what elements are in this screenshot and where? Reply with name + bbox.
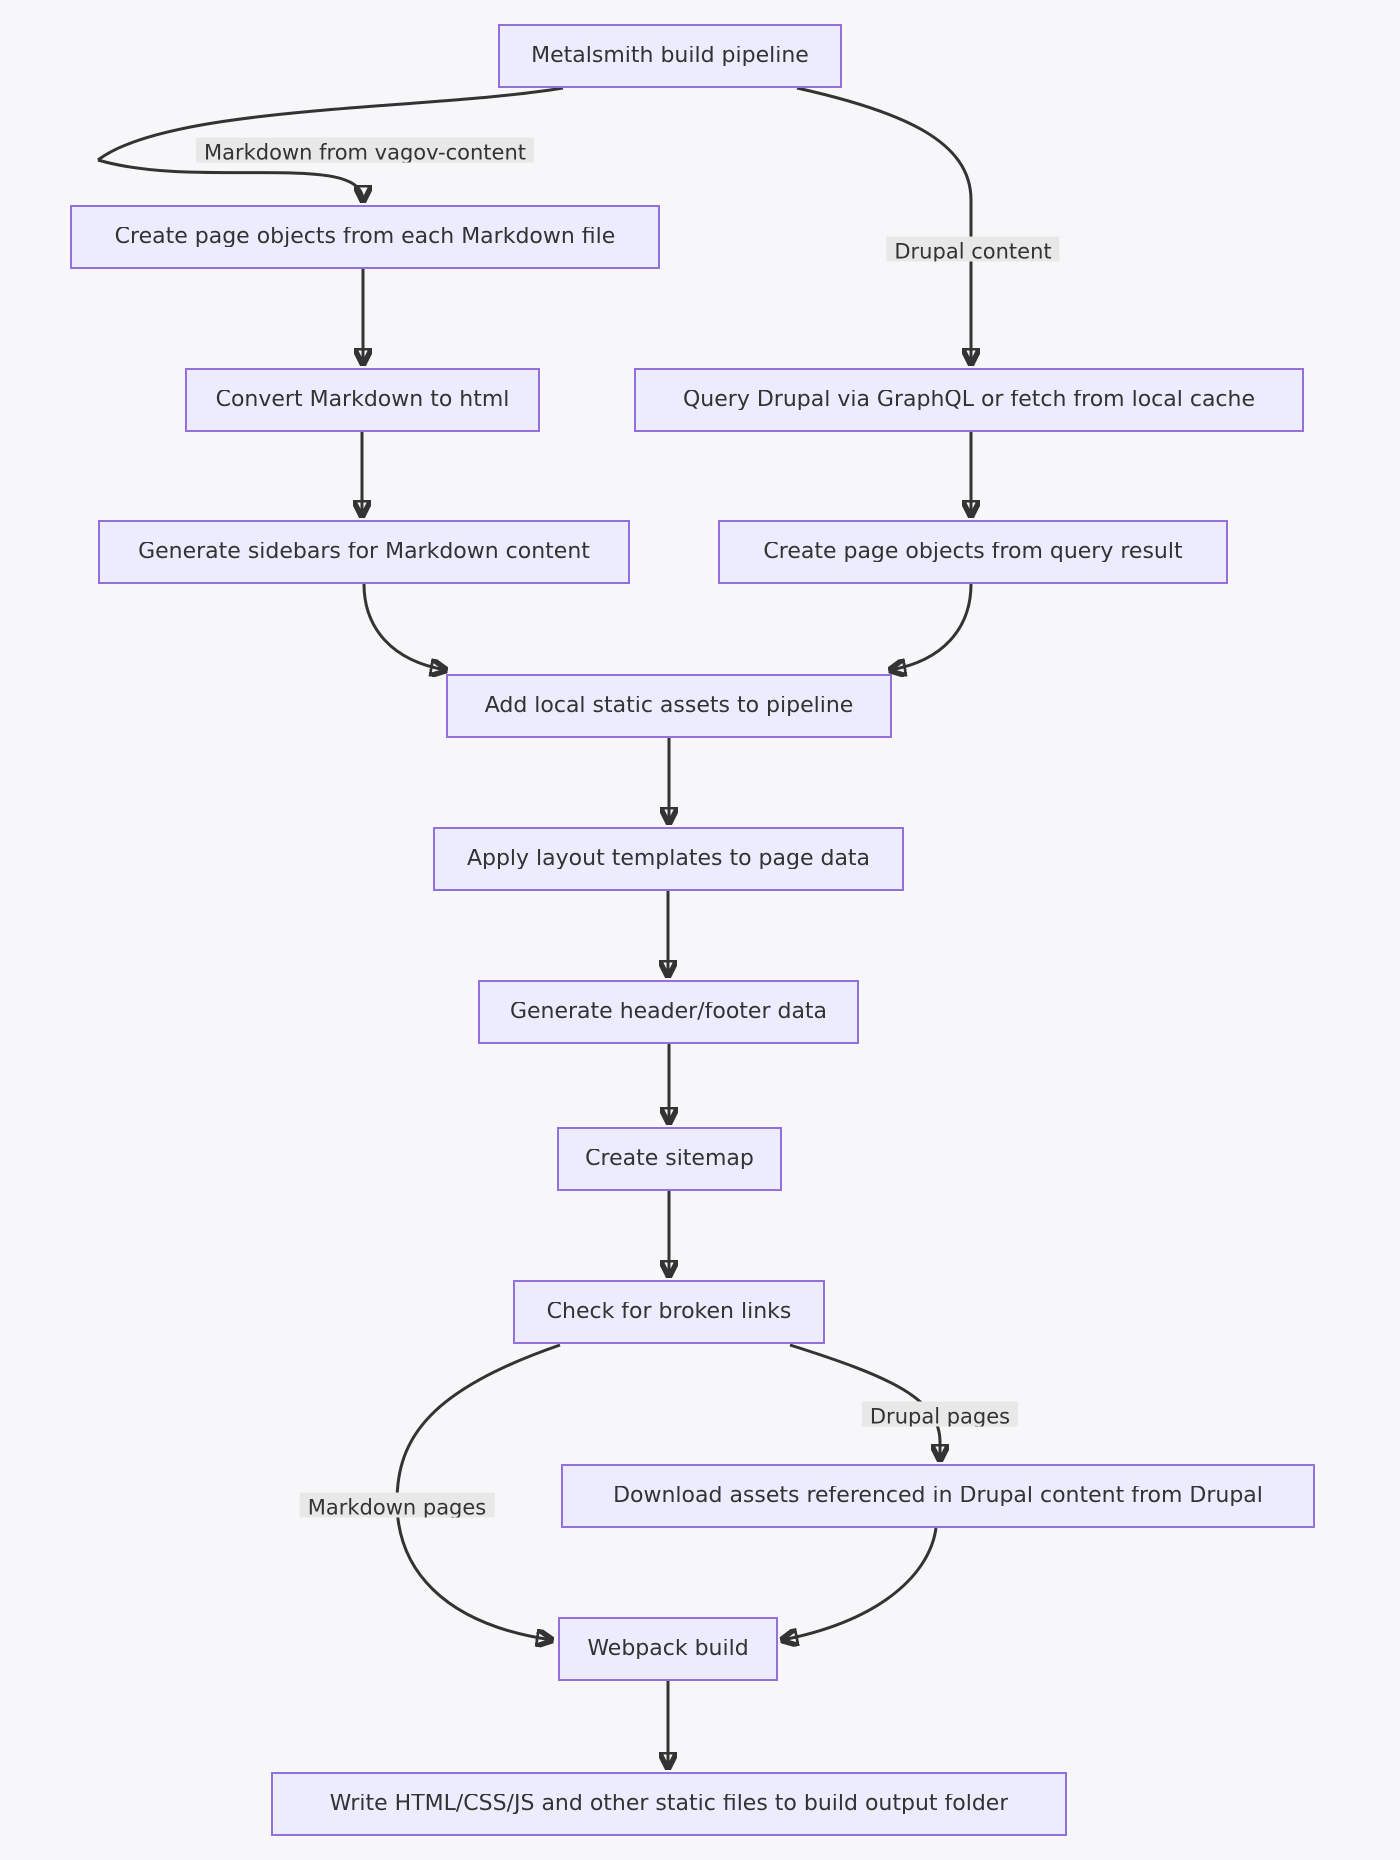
- edge-sidebars-addassets: [362, 583, 446, 670]
- node-create-page-objects-query: Create page objects from query result: [718, 520, 1228, 584]
- node-write-output-files: Write HTML/CSS/JS and other static files…: [271, 1772, 1067, 1836]
- node-webpack-build: Webpack build: [558, 1617, 778, 1681]
- node-generate-sidebars: Generate sidebars for Markdown content: [98, 520, 630, 584]
- edge-label-markdown-from-vagov-content: Markdown from vagov-content: [196, 137, 534, 163]
- node-label-convert-md: Convert Markdown to html: [215, 390, 510, 410]
- node-metalsmith-build-pipeline: Metalsmith build pipeline: [498, 24, 842, 88]
- node-convert-markdown-html: Convert Markdown to html: [185, 368, 540, 432]
- node-check-broken-links: Check for broken links: [513, 1280, 825, 1344]
- node-generate-header-footer: Generate header/footer data: [478, 980, 859, 1044]
- node-label-apply-layouts: Apply layout templates to page data: [466, 849, 871, 869]
- node-add-static-assets: Add local static assets to pipeline: [446, 674, 892, 738]
- node-label-download-assets: Download assets referenced in Drupal con…: [613, 1486, 1263, 1506]
- node-label-create-drupal: Create page objects from query result: [763, 542, 1183, 562]
- node-download-drupal-assets: Download assets referenced in Drupal con…: [561, 1464, 1315, 1528]
- node-label-sitemap: Create sitemap: [585, 1149, 754, 1169]
- edge-label-drupal-pages: Drupal pages: [861, 1401, 1019, 1427]
- edge-label-markdown-pages: Markdown pages: [299, 1492, 495, 1518]
- node-label-broken-links: Check for broken links: [546, 1302, 792, 1322]
- node-label-webpack: Webpack build: [587, 1639, 749, 1659]
- edge-createdrupal-addassets: [890, 583, 973, 670]
- node-label-sidebars: Generate sidebars for Markdown content: [138, 542, 590, 562]
- node-create-page-objects-markdown: Create page objects from each Markdown f…: [70, 205, 660, 269]
- node-label-add-assets: Add local static assets to pipeline: [484, 696, 854, 716]
- edge-metalsmith-createmd-b: [97, 158, 363, 201]
- node-query-drupal-graphql: Query Drupal via GraphQL or fetch from l…: [634, 368, 1304, 432]
- node-label-header-footer: Generate header/footer data: [509, 1002, 828, 1022]
- edge-download-webpack: [782, 1527, 938, 1640]
- edge-metalsmith-createmd-a: [97, 86, 564, 162]
- node-label-create-md: Create page objects from each Markdown f…: [114, 227, 616, 247]
- edge-brokenlinks-download: [789, 1343, 940, 1460]
- edge-label-drupal-content: Drupal content: [886, 236, 1060, 262]
- node-label-write: Write HTML/CSS/JS and other static files…: [329, 1794, 1009, 1814]
- node-create-sitemap: Create sitemap: [557, 1127, 782, 1191]
- edge-metalsmith-querydrupal: [796, 86, 971, 364]
- node-apply-layout-templates: Apply layout templates to page data: [433, 827, 904, 891]
- node-label-query-drupal: Query Drupal via GraphQL or fetch from l…: [682, 390, 1256, 410]
- node-label-metalsmith: Metalsmith build pipeline: [531, 46, 809, 66]
